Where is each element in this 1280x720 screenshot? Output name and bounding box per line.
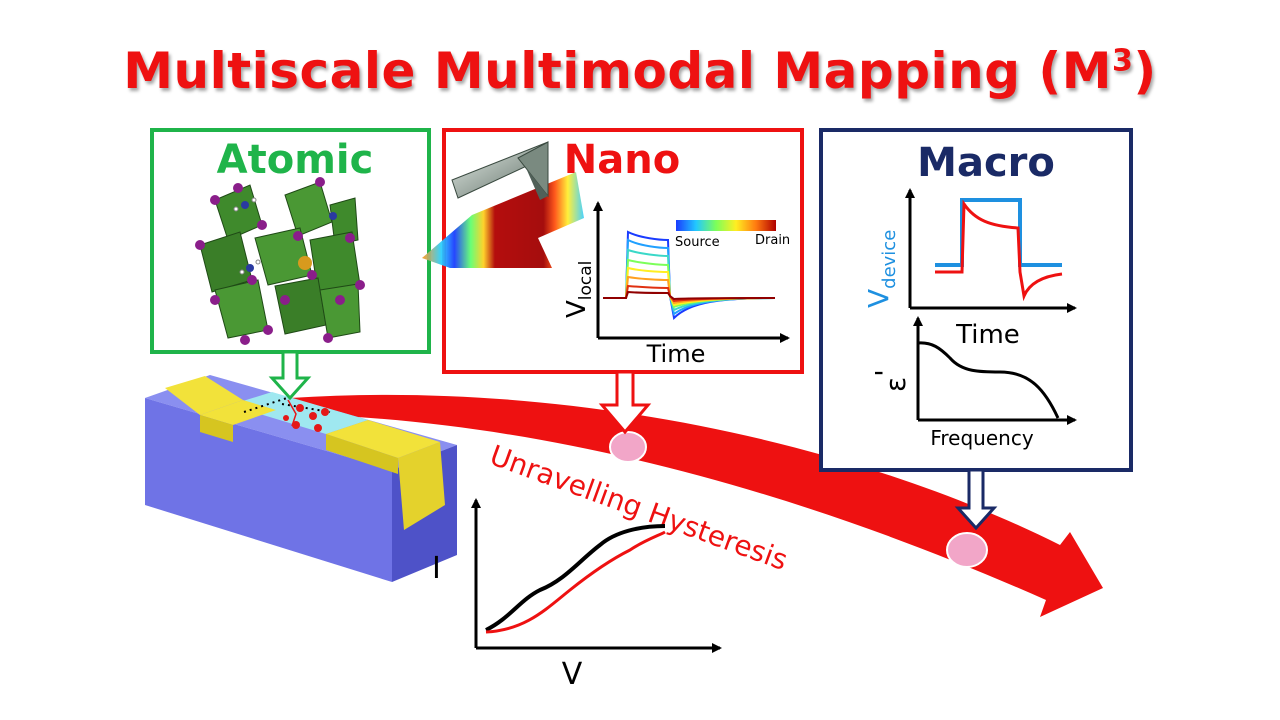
macro-bottom-curve	[917, 341, 1060, 419]
macro-top-ylabel: Vdevice	[862, 230, 900, 308]
iv-xlabel: V	[562, 657, 583, 692]
nano-ylabel-main: V	[562, 300, 592, 318]
nano-ylabel: Vlocal	[562, 261, 596, 318]
iv-plot: I V	[432, 498, 722, 692]
iv-red-loop	[485, 530, 666, 634]
big-red-arrow	[290, 394, 1103, 617]
title-text: Multiscale Multimodal Mapping (M	[123, 42, 1113, 100]
macro-top-xlabel: Time	[955, 320, 1020, 350]
crystal-structure	[195, 177, 365, 345]
atomic-label: Atomic	[217, 137, 374, 183]
iv-black-loop	[485, 524, 666, 632]
atomic-down-arrow	[268, 350, 312, 401]
device-illustration	[145, 375, 457, 582]
nano-ylabel-sub: local	[576, 261, 596, 301]
macro-panel: Macro Vdevice Time ε' Frequency	[819, 128, 1133, 472]
macro-bottom-ylabel: ε'	[869, 369, 912, 392]
title-close: )	[1133, 42, 1157, 100]
macro-top-red-trace	[935, 199, 1063, 302]
macro-label: Macro	[917, 140, 1055, 186]
macro-top-blue-trace	[935, 198, 1062, 267]
afm-tip	[451, 141, 549, 200]
atomic-panel: Atomic	[150, 128, 431, 354]
nano-colorbar	[676, 220, 776, 231]
macro-bottom-ylabel-main: ε	[879, 377, 912, 392]
nano-traces	[603, 230, 776, 321]
macro-bottom-xlabel: Frequency	[930, 426, 1033, 450]
nano-xlabel: Time	[646, 340, 706, 368]
macro-top-ylabel-sub: device	[879, 230, 900, 289]
iv-ylabel: I	[432, 551, 441, 586]
nano-panel: Nano Source Drain Vlocal Time	[422, 128, 804, 374]
macro-marker	[946, 532, 988, 568]
macro-top-ylabel-main: V	[862, 289, 895, 308]
nano-marker	[609, 431, 647, 463]
title-superscript: 3	[1112, 43, 1134, 79]
colorbar-source-label: Source	[675, 235, 720, 250]
macro-bottom-ylabel-prime: '	[869, 369, 902, 377]
page-title: Multiscale Multimodal Mapping (M3)	[0, 42, 1280, 100]
nano-down-arrow	[598, 370, 652, 435]
nano-label: Nano	[564, 137, 680, 183]
macro-down-arrow	[954, 468, 998, 531]
colorbar-drain-label: Drain	[755, 233, 790, 248]
